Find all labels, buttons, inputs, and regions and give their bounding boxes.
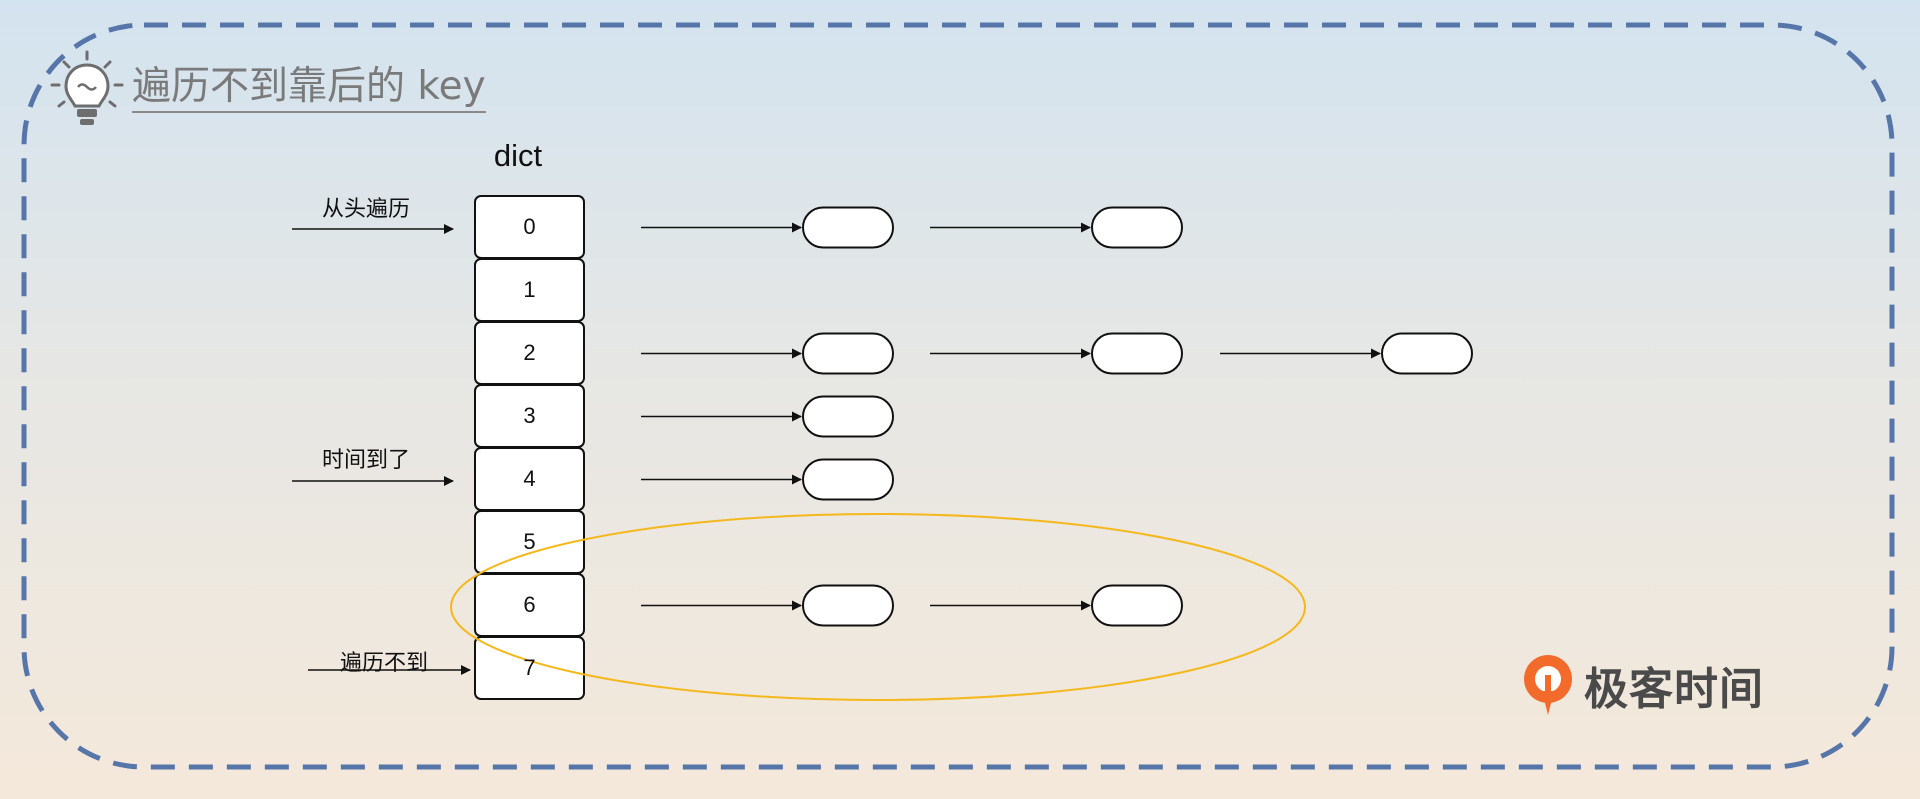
chain-node-6-1 <box>1091 584 1183 627</box>
slot-index-3: 3 <box>523 403 536 428</box>
lightbulb-icon <box>50 50 124 125</box>
dict-label: dict <box>493 138 543 173</box>
logo-text: 极客时间 <box>1584 664 1764 715</box>
slot-index-4: 4 <box>523 466 536 491</box>
chain-node-2-2 <box>1381 332 1473 375</box>
slot-index-1: 1 <box>523 277 536 302</box>
slot-index-5: 5 <box>523 529 536 554</box>
slot-index-0: 0 <box>523 214 536 239</box>
chain-node-2-0 <box>802 332 894 375</box>
header: 遍历不到靠后的 key <box>46 48 486 130</box>
dashed-frame <box>21 22 1895 770</box>
chain-node-6-0 <box>802 584 894 627</box>
highlight-ellipse <box>450 513 1306 701</box>
chain-node-0-1 <box>1091 206 1183 249</box>
page-title: 遍历不到靠后的 key <box>132 64 486 113</box>
pointer-label-1: 时间到了 <box>322 448 411 473</box>
chain-node-0-0 <box>802 206 894 249</box>
chain-node-4-0 <box>802 458 894 501</box>
dict-slot-7 <box>474 636 585 700</box>
chain-node-2-1 <box>1091 332 1183 375</box>
pointer-label-0: 从头遍历 <box>322 197 411 222</box>
chains-layer <box>641 206 1473 627</box>
pointers-layer <box>292 224 471 675</box>
pointer-label-2: 遍历不到 <box>340 651 429 676</box>
slot-index-2: 2 <box>523 340 536 365</box>
geektime-logo-icon <box>1524 655 1572 715</box>
slot-index-7: 7 <box>523 655 536 680</box>
chain-node-3-0 <box>802 395 894 438</box>
logo: 极客时间 <box>1520 653 1764 717</box>
slots-layer <box>474 195 585 700</box>
slot-index-6: 6 <box>523 592 536 617</box>
